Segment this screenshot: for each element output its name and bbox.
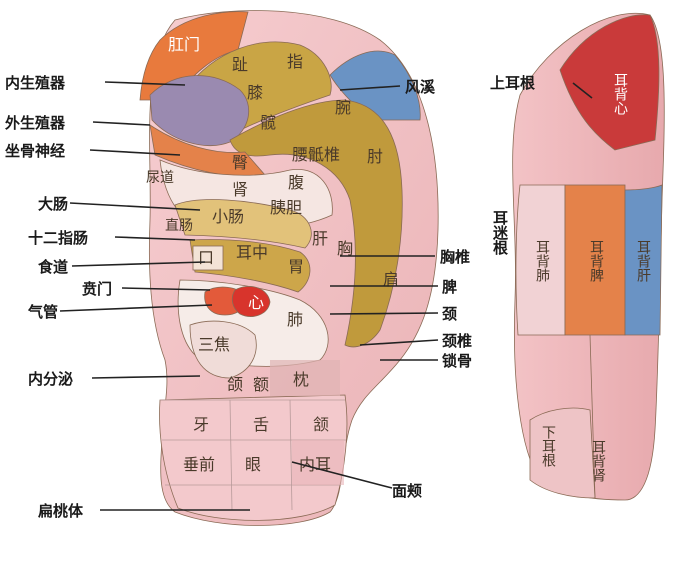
label-neck: 颈	[441, 305, 457, 323]
back-region-spleen: 耳背脾	[588, 240, 604, 283]
region-stomach: 胃	[288, 257, 304, 276]
mouth-zone	[192, 245, 224, 271]
region-jaw: 颌	[227, 375, 243, 394]
region-eye: 眼	[245, 455, 261, 474]
back-heart-zone	[559, 14, 660, 151]
back-region-labels: 耳背心 耳背肺 耳背脾 耳背肝 下耳根 耳背肾	[534, 73, 651, 482]
back-divider	[589, 334, 596, 499]
region-knee: 膝	[247, 83, 263, 102]
region-lung: 肺	[287, 310, 303, 329]
back-lung-zone	[515, 184, 566, 336]
region-abdomen: 腹	[288, 173, 304, 192]
region-occiput: 枕	[293, 370, 309, 389]
label-cheek: 面颊	[392, 482, 422, 500]
front-outer-labels: 内生殖器 外生殖器 坐骨神经 大肠 十二指肠 食道 贲门 气管 内分泌 扁桃体 …	[4, 74, 472, 520]
region-small-intestine: 小肠	[212, 207, 244, 226]
region-toe: 趾	[232, 55, 248, 74]
label-spleen: 脾	[442, 278, 457, 296]
region-hip: 髋	[260, 113, 276, 132]
label-outer-genital: 外生殖器	[4, 114, 66, 132]
region-kidney: 肾	[232, 180, 248, 199]
label-sciatic: 坐骨神经	[5, 142, 65, 160]
region-ear-center: 耳中	[236, 243, 268, 262]
region-mouth: 口	[198, 248, 214, 267]
back-region-liver: 耳背肝	[635, 240, 651, 283]
region-shoulder: 肩	[383, 270, 399, 289]
label-large-intestine: 大肠	[38, 195, 68, 213]
back-region-lung: 耳背肺	[534, 240, 550, 283]
label-clavicle: 锁骨	[442, 352, 472, 370]
back-region-lower-root: 下耳根	[540, 425, 556, 467]
region-urethra: 尿道	[146, 170, 174, 186]
lobe-zone	[159, 394, 348, 521]
back-ear: 耳背心 耳背肺 耳背脾 耳背肝 下耳根 耳背肾 上耳根 耳迷根	[490, 12, 665, 501]
label-upper-root: 上耳根	[490, 74, 535, 92]
label-trachea: 气管	[27, 303, 58, 321]
cheek-zone	[292, 440, 344, 485]
region-elbow: 肘	[367, 147, 383, 166]
region-tongue: 舌	[253, 415, 269, 434]
back-spleen-zone	[564, 184, 626, 336]
label-endocrine: 内分泌	[28, 370, 73, 388]
front-ear: 肛门 趾 指 膝 髋 腕 臀 腰骶椎 肘 尿道 肾 腹 直肠 小肠 胰胆 肝 耳…	[4, 10, 472, 526]
front-region-labels: 肛门 趾 指 膝 髋 腕 臀 腰骶椎 肘 尿道 肾 腹 直肠 小肠 胰胆 肝 耳…	[146, 35, 399, 474]
front-leader-lines	[59, 81, 439, 511]
antihelix-zone	[229, 99, 403, 348]
region-pancreas-gb: 胰胆	[270, 198, 302, 217]
label-vagus-root: 耳迷根	[491, 210, 509, 256]
region-anus-1: 肛门	[168, 35, 200, 54]
occiput-zone	[270, 360, 340, 396]
region-wrist: 腕	[335, 98, 351, 117]
label-cervical-spine: 颈椎	[441, 332, 472, 350]
region-anterior-lobe: 垂前	[183, 455, 215, 474]
region-chest: 胸	[337, 239, 353, 258]
back-liver-zone	[624, 184, 663, 336]
region-rectum: 直肠	[165, 217, 193, 234]
back-leader-upper	[572, 82, 593, 99]
back-region-kidney: 耳背肾	[590, 440, 606, 482]
heart-zone	[231, 286, 271, 317]
label-esophagus: 食道	[38, 258, 68, 276]
inner-genital-zone	[149, 75, 249, 146]
label-duodenum: 十二指肠	[28, 229, 88, 247]
label-thoracic-spine: 胸椎	[440, 248, 470, 266]
region-heart: 心	[248, 293, 264, 312]
region-mandible: 颔	[313, 415, 329, 434]
label-inner-genital: 内生殖器	[5, 74, 66, 92]
antitragus-zone	[189, 320, 257, 379]
back-region-heart: 耳背心	[612, 73, 628, 115]
region-tooth: 牙	[193, 415, 209, 434]
region-buttock: 臀	[232, 153, 248, 172]
label-fengxi: 风溪	[405, 78, 436, 96]
region-lumbosacral: 腰骶椎	[292, 145, 340, 164]
anus-zone	[139, 11, 249, 101]
small-intestine-zone	[174, 199, 312, 249]
label-cardia: 贲门	[82, 280, 112, 298]
region-forehead: 额	[253, 375, 269, 394]
region-sanjiao: 三焦	[198, 335, 230, 354]
label-tonsil: 扁桃体	[38, 502, 84, 520]
region-finger: 指	[287, 52, 303, 71]
region-liver: 肝	[312, 229, 328, 248]
